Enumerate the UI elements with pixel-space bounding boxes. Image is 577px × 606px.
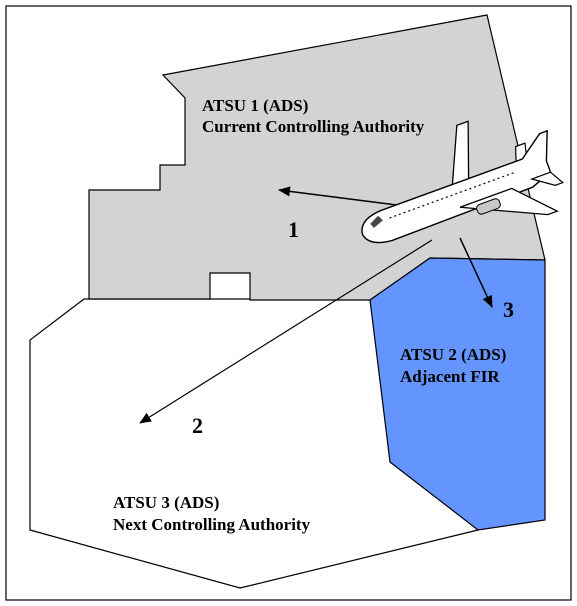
connection-label-3: 3: [503, 297, 514, 322]
arrow-3: [459, 237, 493, 308]
atsu2-title: ATSU 2 (ADS): [400, 345, 506, 364]
airplane-icon: [361, 120, 564, 244]
atsu1-subtitle: Current Controlling Authority: [202, 117, 425, 136]
atsu2-region: [369, 257, 546, 531]
atsu2-subtitle: Adjacent FIR: [400, 367, 500, 386]
atsu1-title: ATSU 1 (ADS): [202, 96, 308, 115]
atsu3-title: ATSU 3 (ADS): [113, 493, 219, 512]
atsu3-subtitle: Next Controlling Authority: [113, 515, 311, 534]
arrow-2: [139, 239, 433, 424]
connection-label-1: 1: [288, 217, 299, 242]
connection-label-2: 2: [192, 413, 203, 438]
